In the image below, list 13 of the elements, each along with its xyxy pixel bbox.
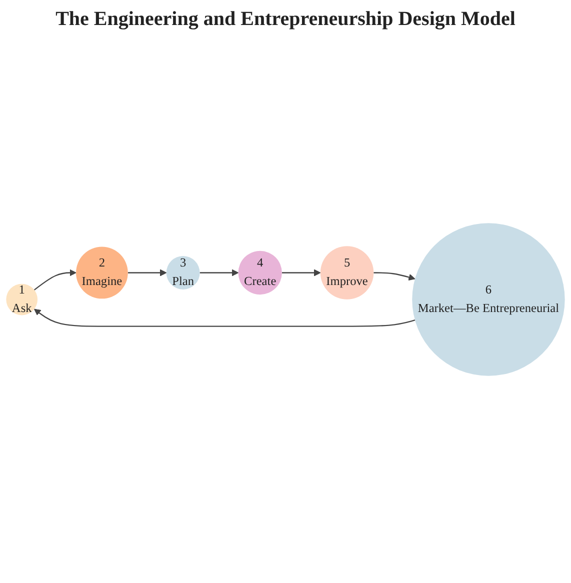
diagram-title: The Engineering and Entrepreneurship Design Model [54, 8, 516, 31]
arrow [34, 309, 416, 328]
node-circle: 4 Create [238, 251, 282, 296]
arrow [282, 270, 321, 277]
node-circle: 6 Market—Be Entrepreneurial [412, 224, 565, 376]
node-circle: 5 Improve [320, 246, 374, 300]
node-circle: 1 Ask [6, 284, 38, 316]
arrow [200, 270, 239, 277]
arrow [34, 270, 76, 291]
arrow [374, 272, 416, 282]
node-circle: 2 Imagine [76, 247, 128, 300]
node-circle: 3 Plan [166, 256, 200, 290]
arrow [128, 270, 167, 277]
